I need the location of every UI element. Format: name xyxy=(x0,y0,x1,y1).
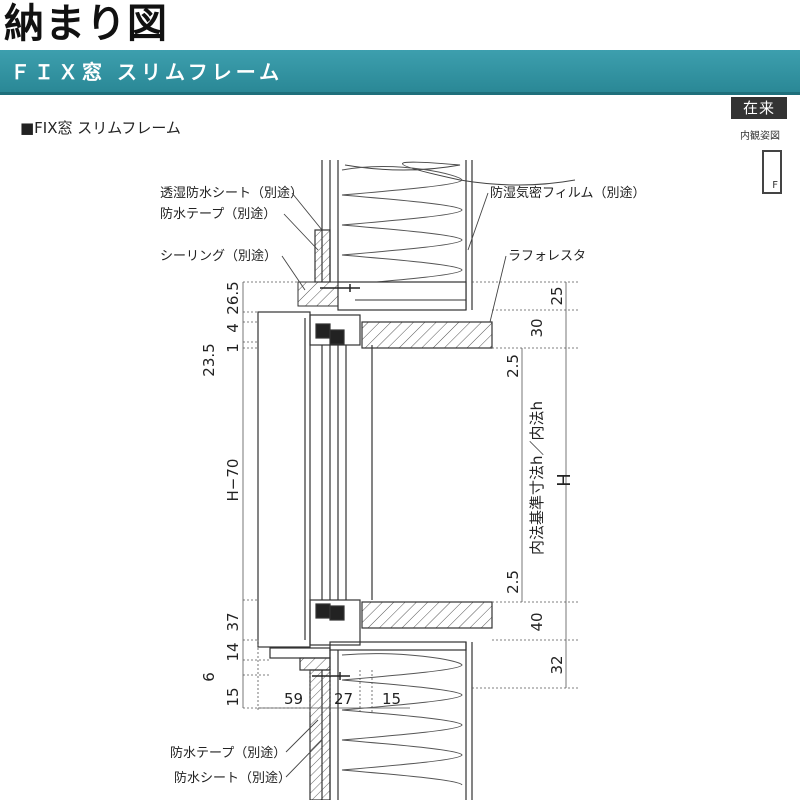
label-waterproof-tape-top: 防水テープ（別途） xyxy=(160,206,276,222)
dim-6: 6 xyxy=(200,672,218,682)
page-title: 納まり図 xyxy=(4,1,168,47)
head-frame xyxy=(337,281,467,311)
sealing-block-top xyxy=(297,281,339,307)
leader-lines xyxy=(281,192,507,778)
dim-lines-bottom xyxy=(257,640,373,712)
view-label: 内観姿図 xyxy=(740,131,780,142)
dim-59: 59 xyxy=(284,690,303,708)
dim-big-h: H xyxy=(554,473,575,487)
dim-lines-right xyxy=(472,281,580,689)
dim-26-5: 26.5 xyxy=(224,281,242,314)
screw-top xyxy=(320,284,360,292)
dim-2-5-top: 2.5 xyxy=(504,354,522,378)
dim-23-5: 23.5 xyxy=(200,343,218,376)
dim-lines-left xyxy=(243,281,310,709)
dim-1: 1 xyxy=(224,343,242,353)
sill-structure xyxy=(269,641,473,800)
dim-32: 32 xyxy=(548,655,566,674)
dim-15-left: 15 xyxy=(224,687,242,706)
dim-27: 27 xyxy=(334,690,353,708)
dim-40: 40 xyxy=(528,612,546,631)
lower-casing xyxy=(361,601,493,629)
window-elevation-icon: F xyxy=(762,150,782,194)
dim-4: 4 xyxy=(224,323,242,333)
upper-casing xyxy=(361,321,493,349)
dim-14: 14 xyxy=(224,642,242,661)
label-breathable-sheet: 透湿防水シート（別途） xyxy=(160,185,303,201)
dim-2-5-bottom: 2.5 xyxy=(504,570,522,594)
band-title: ＦＩＸ窓 スリムフレーム xyxy=(10,60,284,84)
label-waterproof-sheet-bottom: 防水シート（別途） xyxy=(174,770,291,786)
drawing-subtitle: ■FIX窓 スリムフレーム xyxy=(20,119,181,137)
insulation-pattern-bottom xyxy=(341,653,463,786)
dim-30: 30 xyxy=(528,318,546,337)
label-vapor-film: 防湿気密フィルム（別途） xyxy=(490,185,645,201)
window-frame xyxy=(257,311,373,648)
insulation-top xyxy=(344,161,576,186)
label-waterproof-tape-bottom: 防水テープ（別途） xyxy=(170,745,286,761)
construction-type-badge: 在来 xyxy=(731,97,787,119)
label-lafore-star: ラフォレスタ xyxy=(508,249,586,264)
dim-15-bottom: 15 xyxy=(382,690,401,708)
dim-37: 37 xyxy=(224,612,242,631)
insulation-pattern-top xyxy=(341,166,463,286)
label-sealing: シーリング（別途） xyxy=(160,248,277,264)
dim-inner-h: 内法基準寸法h／内法h xyxy=(528,401,546,555)
dim-h-minus-70: H−70 xyxy=(224,459,242,502)
dim-25: 25 xyxy=(548,286,566,305)
section-band: ＦＩＸ窓 スリムフレーム xyxy=(0,50,800,95)
window-icon-letter: F xyxy=(772,180,778,191)
screw-bottom xyxy=(312,672,350,680)
